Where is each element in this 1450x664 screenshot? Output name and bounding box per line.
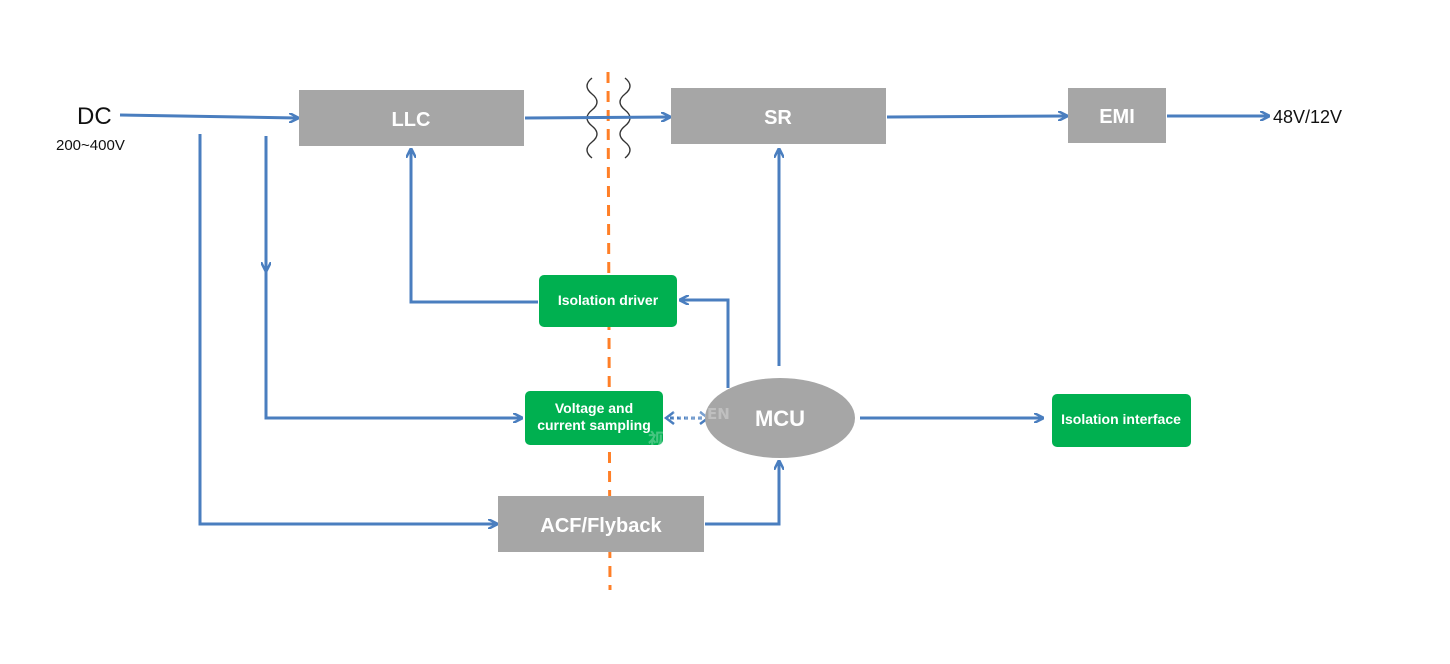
llc-label: LLC — [392, 109, 431, 131]
watermark-latin: KNSEN — [672, 405, 730, 423]
wire-acf-mcu — [705, 462, 779, 526]
acf-flyback-label: ACF/Flyback — [540, 515, 662, 537]
connections — [119, 115, 1268, 526]
wire-mcu-isodriver — [681, 300, 730, 388]
wire-sr-emi — [886, 116, 1066, 117]
emi-label: EMI — [1099, 106, 1135, 128]
wire-llc-sr — [524, 117, 669, 118]
dc-input-range: 200~400V — [56, 137, 125, 154]
dc-input-label: DC — [77, 103, 112, 130]
llc-block: LLC — [299, 90, 524, 146]
mcu-block: MCU — [705, 378, 855, 458]
watermark-cjk: 视 电子 — [648, 429, 712, 452]
sampling-block: Voltage and current sampling — [525, 391, 663, 445]
wire-branch-to-sampling — [264, 270, 521, 418]
acf-flyback-block: ACF/Flyback — [498, 496, 704, 552]
sampling-label-line1: Voltage and — [555, 400, 633, 416]
emi-block: EMI — [1068, 88, 1166, 143]
wire-branch-to-acf — [198, 134, 496, 524]
mcu-label: MCU — [755, 406, 805, 431]
sr-block: SR — [671, 88, 886, 144]
isolation-interface-block: Isolation interface — [1052, 394, 1191, 447]
wire-dc-llc — [119, 115, 297, 118]
arrowhead-to-sampling — [663, 411, 675, 425]
isolation-driver-label: Isolation driver — [558, 292, 659, 308]
wire-isodriver-llc — [411, 150, 538, 304]
isolation-interface-label: Isolation interface — [1061, 411, 1181, 427]
output-voltage-label: 48V/12V — [1273, 107, 1342, 127]
watermark: KNSEN 视 电子 — [648, 405, 730, 452]
sampling-label-line2: current sampling — [537, 417, 651, 433]
isolation-driver-block: Isolation driver — [539, 275, 677, 327]
sr-label: SR — [764, 107, 792, 129]
isolation-barrier-line — [606, 71, 612, 591]
